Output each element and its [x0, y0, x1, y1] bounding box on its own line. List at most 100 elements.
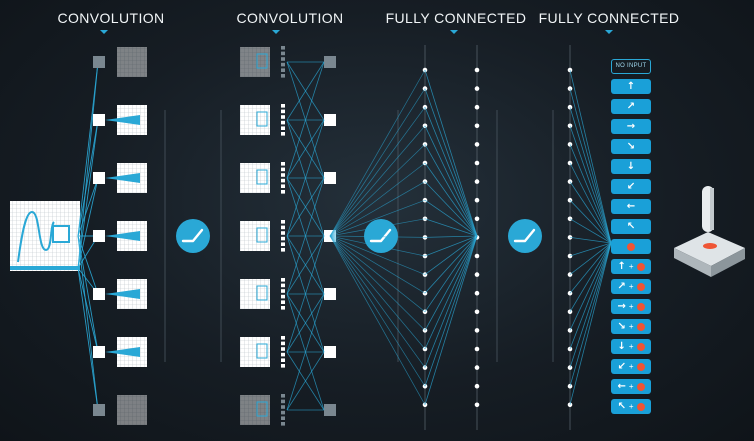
fc-connection — [569, 107, 612, 244]
arrow-icon: ↘ — [617, 321, 626, 332]
fc-connection — [424, 235, 478, 331]
fc-connection — [329, 235, 426, 368]
heading-convolution-1: CONVOLUTION — [57, 10, 165, 26]
relu-curve — [513, 228, 536, 243]
action-button: → — [611, 119, 651, 134]
fc-connection — [329, 235, 426, 405]
fire-button-icon — [636, 362, 645, 371]
conv2-channel — [281, 422, 285, 426]
fc-connection — [424, 69, 478, 237]
conv2-channel — [281, 57, 285, 61]
action-no-input: NO INPUT — [611, 59, 651, 74]
conv2-connection — [286, 119, 325, 179]
fc-connection — [424, 235, 478, 387]
conv2-feature-map — [240, 105, 270, 135]
conv2-channel — [281, 294, 285, 299]
fc-connection — [424, 199, 478, 237]
conv1-feature-map — [117, 47, 147, 77]
plus-icon: + — [628, 322, 634, 331]
fc-connection — [329, 235, 426, 387]
fc-connection — [329, 69, 426, 237]
fc2-node — [474, 290, 480, 296]
action-button: ↗ — [611, 99, 651, 114]
fire-button-icon — [636, 282, 645, 291]
arrow-icon: ↓ — [626, 161, 636, 172]
conv2-channel — [281, 126, 285, 130]
conv2-channel — [281, 167, 285, 172]
conv1-kernel — [93, 56, 105, 68]
fc-connection — [569, 88, 612, 244]
conv2-channel — [281, 173, 285, 177]
fire-button-icon — [636, 302, 645, 311]
fc2-node — [474, 104, 480, 110]
fc2-node — [474, 197, 480, 203]
fc2-node — [474, 402, 480, 408]
conv1-kernel — [93, 288, 105, 300]
conv2-channel — [281, 300, 285, 304]
joystick-side — [711, 248, 745, 277]
fc2-node — [474, 67, 480, 73]
action-button — [611, 239, 651, 254]
plus-icon: + — [628, 362, 634, 371]
conv2-channel — [281, 115, 285, 119]
conv1-beam — [105, 173, 140, 183]
action-button: ↑ — [611, 79, 651, 94]
fc-connection — [424, 218, 478, 237]
conv2-channel — [281, 231, 285, 235]
fc2-node — [474, 179, 480, 184]
fc-connection — [329, 199, 426, 237]
conv2-channel — [281, 68, 285, 72]
conv2-channel — [281, 242, 285, 246]
conv1-beam — [105, 231, 140, 241]
input-connection — [77, 119, 99, 237]
conv2-channel — [281, 51, 285, 56]
action-button: ↓+ — [611, 339, 651, 354]
conv2-channel — [281, 109, 285, 114]
fc-connection — [329, 144, 426, 237]
conv2-output — [324, 172, 336, 184]
conv2-feature-map — [240, 337, 270, 367]
fc-connection — [569, 218, 612, 244]
input-connection — [77, 235, 99, 295]
fc-connection — [424, 107, 478, 237]
fc1-node — [422, 365, 428, 370]
relu-activation-icon — [508, 219, 542, 253]
conv1-kernel — [93, 230, 105, 242]
fire-button-icon — [636, 262, 645, 271]
conv2-channel — [281, 399, 285, 404]
conv2-channel — [281, 236, 285, 241]
arrow-icon: ↖ — [626, 221, 636, 232]
fc-connection — [569, 181, 612, 244]
action-button: ↘ — [611, 139, 651, 154]
conv2-channel — [281, 220, 285, 224]
action-button: ↖+ — [611, 399, 651, 414]
fc2-node — [474, 86, 480, 91]
fc2-node — [474, 365, 480, 370]
fc-connection — [424, 235, 478, 257]
conv2-channel — [281, 306, 285, 310]
conv2-output — [324, 288, 336, 300]
fc2-node — [474, 328, 480, 333]
fc2-node — [474, 272, 480, 277]
action-button: ↑+ — [611, 259, 651, 274]
fc-connection — [329, 235, 426, 257]
caret-icon — [605, 30, 613, 34]
conv2-channel — [281, 416, 285, 420]
conv2-window — [256, 343, 268, 359]
fc-connection — [424, 235, 478, 294]
arrow-icon: ↘ — [626, 141, 636, 152]
fire-button-icon — [636, 322, 645, 331]
fc-connection — [569, 242, 612, 275]
fc-connection — [569, 242, 612, 313]
arrow-icon: ← — [626, 201, 636, 212]
input-connection — [77, 235, 99, 353]
heading-fully-connected-2: FULLY CONNECTED — [538, 10, 680, 26]
conv2-channel — [281, 289, 285, 293]
fc-connection — [329, 235, 426, 313]
fc-connection — [424, 235, 478, 275]
fc-connection — [329, 88, 426, 237]
plus-icon: + — [628, 262, 634, 271]
fc-connection — [569, 144, 612, 244]
fc-connection — [424, 88, 478, 237]
conv2-channel — [281, 358, 285, 362]
